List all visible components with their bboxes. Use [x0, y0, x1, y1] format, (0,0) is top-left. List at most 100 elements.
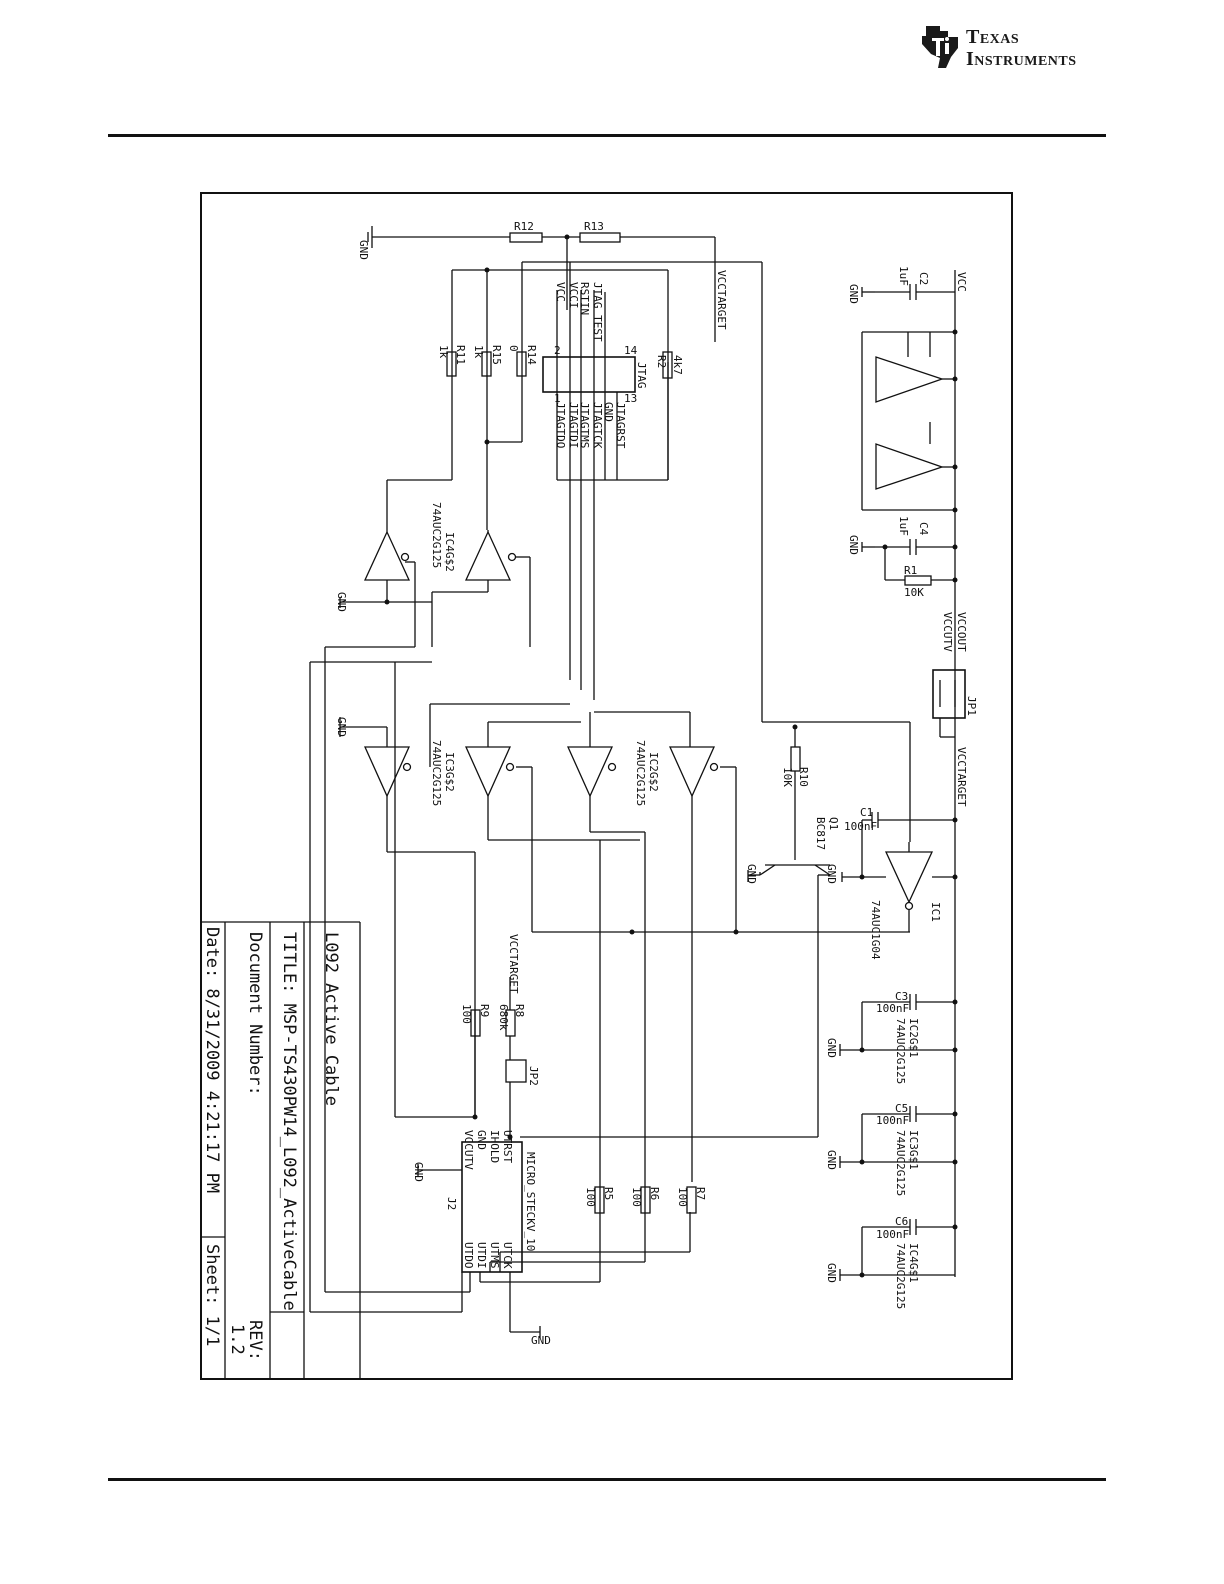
c2-ref: C2: [917, 272, 930, 285]
title-block: [201, 921, 361, 1379]
c5-ref: C5: [895, 1102, 908, 1115]
ic3g1-part: 74AUC2G125: [894, 1130, 907, 1196]
jtag-pin: 13: [624, 392, 637, 405]
vcctarget-label: VCCTARGET: [507, 934, 520, 994]
logo-line1: Texas: [966, 26, 1020, 48]
rev-label: REV:: [245, 1320, 265, 1361]
r2-ref: R2: [655, 355, 668, 368]
r9-ref: R9: [478, 1004, 491, 1017]
jtag-name: JTAG: [635, 362, 648, 389]
r6-ref: R6: [648, 1187, 661, 1200]
r11-ref: R11: [454, 345, 467, 365]
vccutv-label: VCCUTV: [941, 612, 954, 652]
c1-ref: C1: [860, 806, 873, 819]
j2-part: MICRO_STECKV_10: [524, 1152, 537, 1251]
r8-value: 680k: [497, 1004, 510, 1031]
ic1-ref: IC1: [929, 902, 942, 922]
ic1-part: 74AUC1G04: [869, 900, 882, 960]
ic4g1-part: 74AUC2G125: [894, 1243, 907, 1309]
q1-part: BC817: [814, 817, 827, 850]
logo-line2: Instruments: [966, 48, 1077, 70]
r10-ref: R10: [797, 767, 810, 787]
r12-ref: R12: [514, 220, 534, 233]
j2-label-utrst: UTRST: [501, 1130, 514, 1163]
jtag-label-vcc: VCC: [554, 282, 567, 302]
r15-ref: R15: [490, 345, 503, 365]
r13-ref: R13: [584, 220, 604, 233]
vccout-label: VCCOUT: [955, 612, 968, 652]
jtag-label-tdo: JTAGTDO: [554, 402, 567, 448]
q1-ref: Q1: [827, 817, 840, 830]
rev-value: 1.2: [227, 1324, 247, 1355]
r5-value: 100: [584, 1187, 597, 1207]
r14-ref: R14: [525, 345, 538, 365]
jtag-label-rst: JTAGRST: [614, 402, 627, 449]
jtag-label-tdi: JTAGTDI: [567, 402, 580, 448]
r8-ref: R8: [513, 1004, 526, 1017]
r6-value: 100: [630, 1187, 643, 1207]
r9-value: 100: [460, 1004, 473, 1024]
gnd-label: GND: [335, 592, 348, 612]
r5-ref: R5: [602, 1187, 615, 1200]
jp1-ref: JP1: [965, 696, 978, 716]
footer-rule: [108, 1478, 1106, 1481]
j2-label-utck: UTCK: [501, 1242, 514, 1269]
c4-ref: C4: [917, 522, 930, 536]
c6-value: 100nF: [876, 1228, 909, 1241]
jtag-label-gnd: GND: [602, 402, 615, 422]
ic4g2-ref: IC4G$2: [443, 532, 456, 572]
ic2g2-ref: IC2G$2: [647, 752, 660, 792]
ic2g1-part: 74AUC2G125: [894, 1018, 907, 1084]
jtag-pin: 1: [554, 392, 561, 405]
j2-label-utms: UTMS: [488, 1242, 501, 1269]
jp2-ref: JP2: [527, 1066, 540, 1086]
c4-value: 1uF: [897, 516, 910, 536]
ic4g2-part: 74AUC2G125: [430, 502, 443, 568]
j2-label-vccutv: VCCUTV: [462, 1130, 475, 1170]
c6-ref: C6: [895, 1215, 908, 1228]
gnd-label: GND: [531, 1334, 551, 1347]
ti-logo: Texas Instruments: [918, 22, 1108, 74]
j2-label-utdi: UTDI: [475, 1242, 488, 1269]
c1-value: 100nF: [844, 820, 877, 833]
gnd-label: GND: [357, 240, 370, 260]
r7-value: 100: [676, 1187, 689, 1207]
date-field: Date: 8/31/2009 4:21:17 PM: [202, 927, 222, 1193]
j2-label-ihold: IHOLD: [488, 1130, 501, 1163]
ti-logo-icon: [922, 26, 958, 68]
gnd-label: GND: [847, 535, 860, 555]
jtag-pin: 14: [624, 344, 638, 357]
c2-value: 1uF: [897, 266, 910, 286]
title-block-text: L092 Active Cable TITLE: MSP-TS430PW14_L…: [202, 927, 341, 1361]
header-rule: [108, 134, 1106, 137]
gnd-label: GND: [825, 1263, 838, 1283]
sheet-field: Sheet: 1/1: [202, 1244, 222, 1346]
r14-value: 0: [507, 345, 520, 352]
r10-value: 10K: [781, 767, 794, 787]
gnd-label: GND: [847, 284, 860, 304]
r1-ref: R1: [904, 564, 917, 577]
j2-label-gnd: GND: [475, 1130, 488, 1150]
gnd-label: GND: [335, 717, 348, 737]
ic2g1-ref: IC2G$1: [907, 1018, 920, 1058]
gnd-label: GND: [825, 864, 838, 884]
cable-title: L092 Active Cable: [321, 932, 341, 1106]
jtag-label-vcci: VCCI: [567, 282, 580, 309]
vcctarget-label: VCCTARGET: [955, 747, 968, 807]
jtag-label-tms: JTAGTMS: [578, 402, 591, 448]
ic4g1-ref: IC4G$1: [907, 1243, 920, 1283]
jtag-label-tck: JTAGTCK: [591, 402, 604, 449]
r1-value: 10K: [904, 586, 924, 599]
gnd-label: GND: [825, 1150, 838, 1170]
vcc-label: VCC: [955, 272, 968, 292]
c3-ref: C3: [895, 990, 908, 1003]
r2-value: 4k7: [671, 355, 684, 375]
component-labels: R12 R13 R11 1k R15 1k R14 0 R2 4k7 R1 10…: [430, 220, 978, 1309]
document-number: Document Number:: [245, 932, 265, 1096]
gnd-label: GND: [412, 1162, 425, 1182]
net-labels: GND GND GND GND GND GND GND GND GND GND …: [335, 240, 968, 1347]
jtag-label-test: JTAG TEST: [591, 282, 604, 342]
ic3g1-ref: IC3G$1: [907, 1130, 920, 1170]
r15-value: 1k: [472, 345, 485, 359]
jtag-label-rstin: RSTIN: [578, 282, 591, 315]
